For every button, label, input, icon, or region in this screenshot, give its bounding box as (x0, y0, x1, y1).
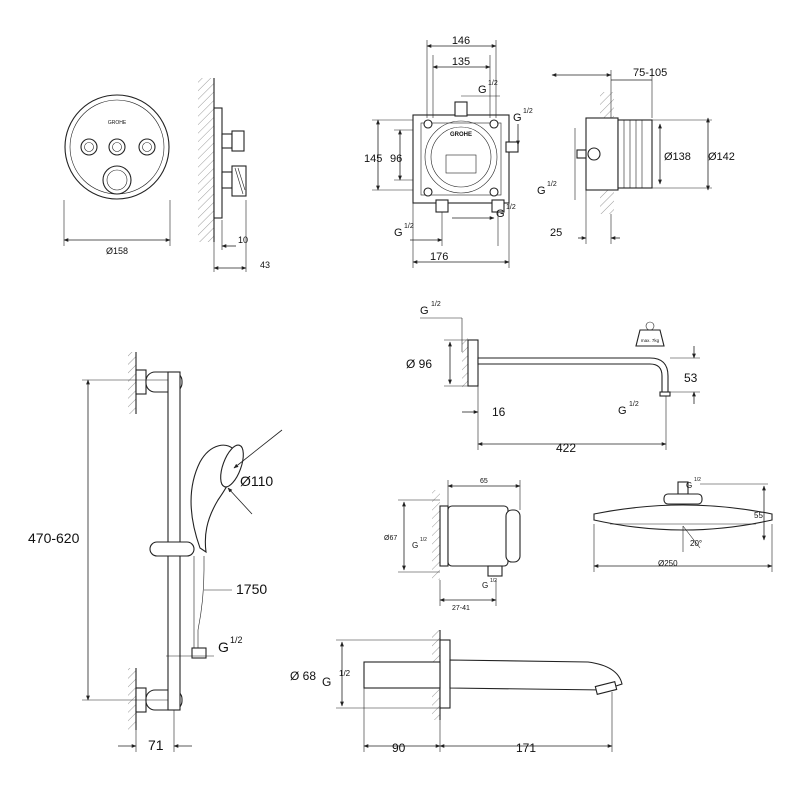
shower-arm: G 1/2 Ø 96 max. 7kg 53 16 G 1/2 422 (406, 301, 700, 455)
outlet-body (447, 505, 509, 567)
spout-body (449, 659, 623, 691)
rail-wall-offset-label: 71 (148, 737, 164, 753)
panel-brand-logo: GROHE (108, 120, 127, 126)
head-shower: G 1/2 55 20° Ø250 (593, 477, 773, 572)
spout-thread-label: G (322, 675, 331, 689)
panel-side-plate (213, 107, 223, 219)
box-top-inlet (454, 101, 468, 117)
box-width-total-label: 176 (430, 251, 448, 263)
spout-flange (439, 639, 451, 709)
box-height-outer-label: 145 (364, 153, 382, 165)
outlet-inlet-thread-label: G (412, 541, 418, 550)
spout-projection-label: 171 (516, 741, 536, 755)
box-thread-right-label: G (513, 112, 522, 124)
panel-depth-label-1: 10 (238, 235, 248, 245)
head-thread-fraction: 1/2 (694, 477, 701, 483)
shower-rail-set: 470-620 Ø110 1750 G 1/2 71 (28, 352, 283, 753)
arm-flange (467, 339, 479, 387)
box-side-thread-label: G (537, 185, 546, 197)
outlet-thread-fraction: 1/2 (490, 578, 497, 584)
outlet-thread-label: G (482, 581, 488, 590)
outlet-button-3 (138, 138, 156, 156)
arm-flange-depth-label: 16 (492, 405, 506, 419)
head-angle-label: 20° (690, 539, 702, 548)
weight-label: max. 7kg (641, 338, 660, 343)
box-side-depth-label: 75-105 (633, 67, 667, 79)
rail-height-range-label: 470-620 (28, 530, 80, 546)
arm-length-label: 422 (556, 441, 576, 455)
rail-thread-label: G (218, 639, 229, 655)
outlet-depth-label: 27-41 (452, 605, 470, 612)
head-diameter-label: Ø250 (658, 559, 678, 568)
box-thread-bl-label: G (394, 227, 403, 239)
spout-thread-fraction: 1/2 (339, 669, 351, 678)
bath-spout: Ø 68 G 1/2 90 171 (290, 630, 623, 755)
arm-thread-end-label: G (618, 405, 627, 417)
arm-thread-end-fraction: 1/2 (629, 401, 639, 408)
shower-rail (167, 371, 181, 711)
box-thread-top-label: G (478, 84, 487, 96)
wall-hatch (198, 78, 214, 242)
box-thread-top-fraction: 1/2 (488, 80, 498, 87)
outlet-button-2 (108, 138, 126, 156)
box-thread-br-fraction: 1/2 (506, 204, 516, 211)
box-side-thread-fraction: 1/2 (547, 181, 557, 188)
box-width-inner-label: 135 (452, 56, 470, 68)
box-side-front-depth-label: 25 (550, 227, 562, 239)
hose-nut (191, 647, 207, 659)
weight-icon (635, 329, 665, 347)
wall-outlet-elbow: 65 Ø67 G 1/2 G 1/2 27-41 (384, 478, 521, 612)
rough-in-box-front: GROHE 146 135 G 1/2 G 1/2 145 96 G 1/2 G… (364, 35, 533, 268)
outlet-button-1 (80, 138, 98, 156)
control-panel-drawing: GROHE Ø158 10 43 (63, 78, 270, 272)
box-height-inner-label: 96 (390, 153, 402, 165)
head-thread-label: G (686, 481, 692, 490)
box-width-outer-label: 146 (452, 35, 470, 47)
outlet-inlet-thread-fraction: 1/2 (420, 537, 427, 543)
shower-hose (197, 556, 205, 648)
arm-drop-label: 53 (684, 371, 698, 385)
box-side-diameter-outer-label: Ø142 (708, 151, 735, 163)
box-brand-logo: GROHE (450, 132, 472, 138)
spout-rough-in (363, 661, 441, 689)
box-thread-br-label: G (496, 208, 505, 220)
box-side-diameter-inner-label: Ø138 (664, 151, 691, 163)
outlet-flange-diameter-label: Ø67 (384, 535, 397, 542)
box-thread-bl-fraction: 1/2 (404, 223, 414, 230)
arm-thread-top-fraction: 1/2 (431, 301, 441, 308)
head-height-label: 55 (754, 511, 763, 520)
spout-flange-diameter-label: Ø 68 (290, 669, 316, 683)
hose-length-label: 1750 (236, 581, 267, 597)
arm-flange-diameter-label: Ø 96 (406, 357, 432, 371)
hand-shower-diameter-label: Ø110 (240, 473, 273, 489)
rough-in-box-side: 75-105 Ø138 Ø142 G 1/2 25 (537, 67, 735, 244)
arm-tube (477, 357, 669, 393)
outlet-nozzle (487, 565, 503, 577)
box-thread-right-fraction: 1/2 (523, 108, 533, 115)
rail-thread-fraction: 1/2 (230, 635, 243, 645)
box-ring (424, 120, 498, 194)
panel-depth-label-2: 43 (260, 260, 270, 270)
box-side-cartridge (617, 119, 653, 189)
outlet-width-label: 65 (480, 478, 488, 485)
arm-thread-top-label: G (420, 305, 429, 317)
rail-slider (149, 541, 195, 557)
spout-rough-depth-label: 90 (392, 741, 406, 755)
panel-diameter-label: Ø158 (106, 246, 128, 256)
